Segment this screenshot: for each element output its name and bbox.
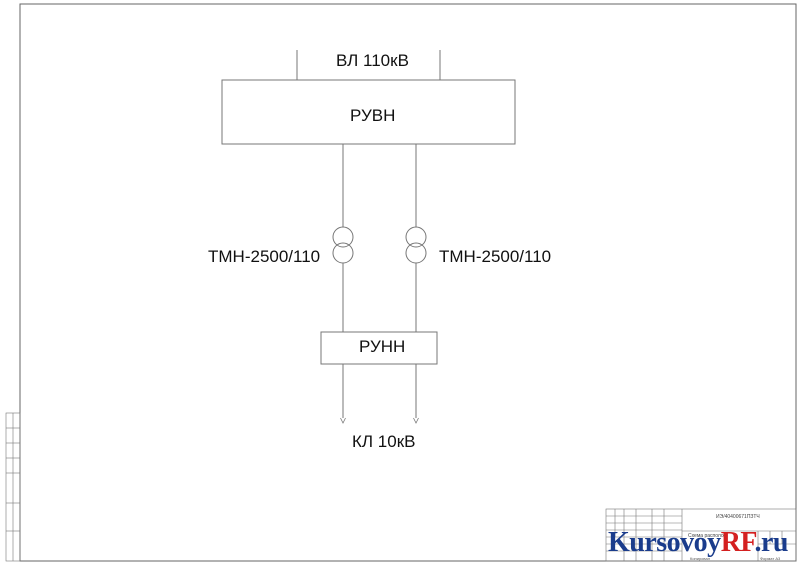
transformer-right-symbol: [405, 226, 427, 264]
watermark-text: KursovoyRF.ru: [608, 527, 788, 558]
arrow-down-icon: [340, 417, 346, 424]
transformer-left-symbol: [332, 226, 354, 264]
copied-label: Копировал: [690, 556, 711, 561]
watermark-logo: KursovoyRF.ru: [608, 527, 788, 559]
sheet-title: Схема располож: [688, 533, 727, 539]
doc-code: ИЭ/40400671ПЗТЧ: [716, 514, 760, 520]
cable-out-label: КЛ 10кВ: [352, 432, 416, 451]
lv-switchgear-box: [320, 331, 438, 365]
arrow-down-icon: [413, 417, 419, 424]
hv-switchgear-label: РУВН: [350, 106, 396, 125]
binding-strip: [5, 412, 21, 562]
title-block: [605, 508, 797, 562]
drawing-frame: [19, 3, 797, 562]
line-in-label: ВЛ 110кВ: [336, 51, 409, 70]
transformer-right-label: ТМН-2500/110: [439, 247, 552, 266]
transformer-left-label: ТМН-2500/110: [208, 247, 321, 266]
lv-switchgear-label: РУНН: [359, 337, 406, 356]
hv-switchgear-box: [221, 79, 516, 145]
format-label: Формат А3: [760, 556, 781, 561]
